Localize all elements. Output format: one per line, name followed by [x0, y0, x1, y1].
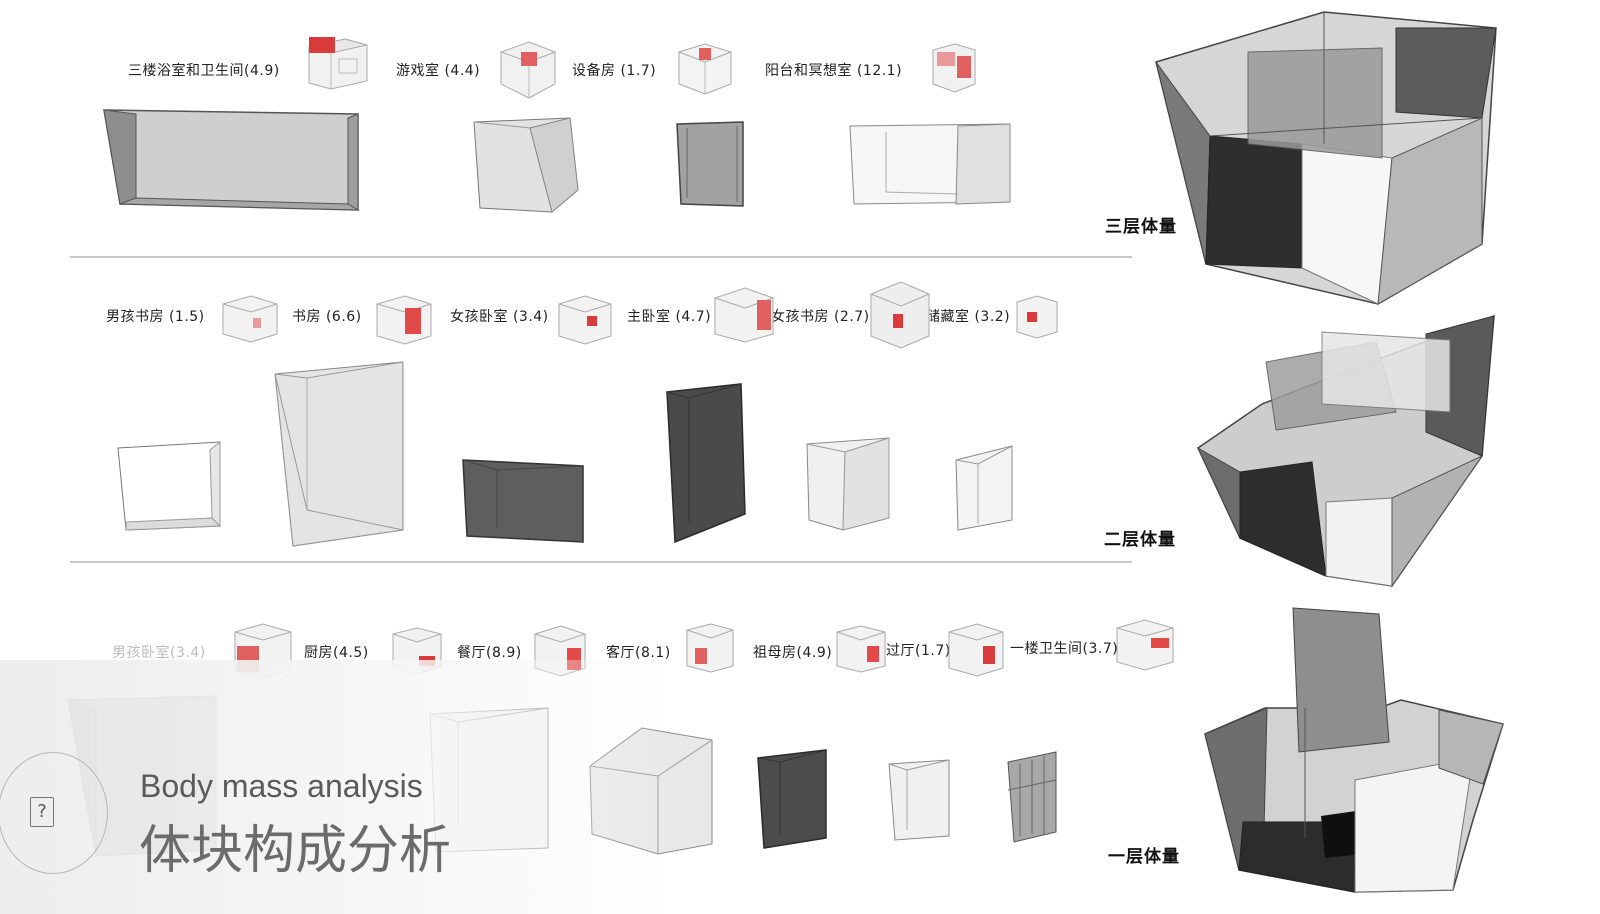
room-label: 客厅(8.1)	[606, 645, 671, 661]
title-overlay	[0, 660, 678, 914]
floor-divider	[70, 561, 1132, 563]
floor-volume-label: 一层体量	[1108, 847, 1180, 867]
room-label: 女孩卧室 (3.4)	[450, 309, 549, 325]
room-mass	[888, 759, 950, 841]
room-thumbnail	[686, 623, 734, 673]
room-thumbnail	[870, 281, 930, 349]
room-mass	[274, 361, 404, 547]
room-thumbnail	[948, 623, 1004, 677]
floor-volume-label: 三层体量	[1105, 217, 1177, 237]
room-mass	[473, 117, 579, 213]
room-thumbnail	[678, 43, 732, 95]
room-label: 厨房(4.5)	[304, 645, 369, 661]
title-english: Body mass analysis	[140, 768, 423, 804]
floor-volume-label: 二层体量	[1104, 530, 1176, 550]
room-label: 祖母房(4.9)	[753, 645, 833, 661]
room-thumbnail	[376, 295, 432, 345]
room-thumbnail	[932, 43, 976, 93]
floor-divider	[70, 256, 1132, 258]
room-thumbnail	[714, 287, 774, 343]
room-mass	[757, 749, 827, 849]
room-mass	[849, 123, 1011, 205]
help-icon[interactable]: ?	[30, 797, 54, 827]
room-mass	[676, 121, 744, 207]
room-label: 主卧室 (4.7)	[627, 309, 712, 325]
room-thumbnail	[500, 41, 556, 99]
room-label: 男孩书房 (1.5)	[106, 309, 205, 325]
room-label: 设备房 (1.7)	[572, 63, 657, 79]
room-label: 女孩书房 (2.7)	[771, 309, 870, 325]
room-thumbnail	[222, 295, 278, 343]
room-label: 三楼浴室和卫生间(4.9)	[128, 63, 280, 79]
room-label: 过厅(1.7)	[886, 643, 951, 659]
room-label: 一楼卫生间(3.7)	[1010, 641, 1119, 657]
room-mass	[666, 383, 746, 544]
room-mass	[1007, 751, 1057, 843]
room-thumbnail	[308, 37, 368, 90]
title-chinese: 体块构成分析	[139, 821, 452, 881]
room-label: 储藏室 (3.2)	[926, 309, 1011, 325]
room-thumbnail	[836, 625, 886, 673]
room-mass	[462, 459, 584, 543]
room-label: 书房 (6.6)	[292, 309, 362, 325]
decorative-circle	[0, 752, 108, 874]
room-thumbnail	[1016, 295, 1058, 339]
first-floor-volume	[1204, 607, 1504, 893]
room-thumbnail	[558, 295, 612, 345]
second-floor-volume	[1196, 314, 1495, 588]
room-mass	[806, 437, 890, 531]
room-mass	[955, 445, 1013, 531]
room-label: 男孩卧室(3.4)	[112, 645, 206, 661]
room-label: 餐厅(8.9)	[457, 645, 522, 661]
third-floor-volume	[1155, 11, 1497, 305]
room-label: 游戏室 (4.4)	[396, 63, 481, 79]
room-label: 阳台和冥想室 (12.1)	[765, 63, 903, 79]
room-mass	[117, 440, 222, 531]
room-thumbnail	[1116, 619, 1174, 671]
room-mass	[103, 109, 360, 211]
